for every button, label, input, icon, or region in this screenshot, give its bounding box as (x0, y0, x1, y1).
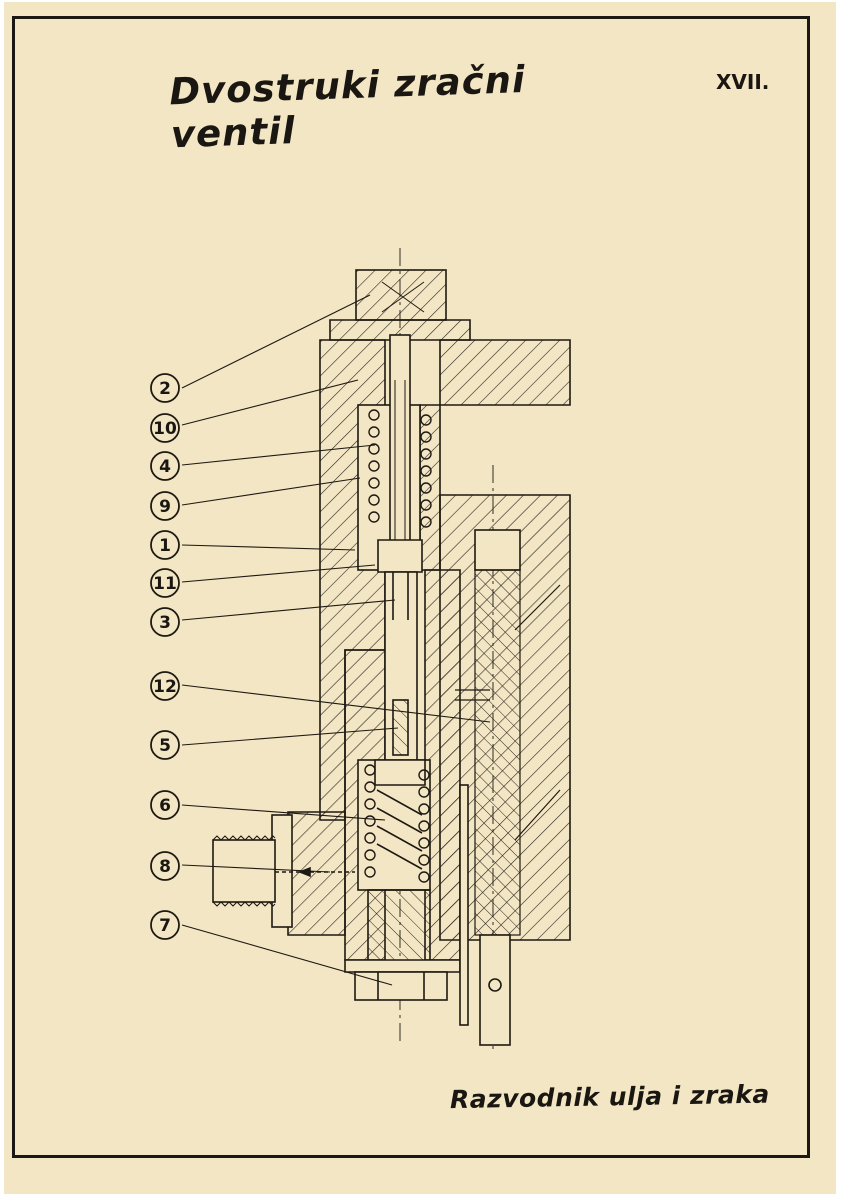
threaded-nipple (212, 839, 276, 903)
callout-9: 9 (150, 491, 180, 521)
bottom-nut (354, 971, 448, 1001)
callout-11: 11 (150, 568, 180, 598)
svg-text:11: 11 (153, 574, 177, 594)
svg-text:4: 4 (159, 457, 171, 477)
svg-text:9: 9 (159, 497, 171, 517)
svg-text:10: 10 (153, 419, 177, 439)
callout-1: 1 (150, 530, 180, 560)
callout-3: 3 (150, 607, 180, 637)
leader-lines (181, 294, 491, 986)
callout-8: 8 (150, 851, 180, 881)
callout-2: 2 (150, 373, 180, 403)
body-right-upper (439, 339, 571, 406)
svg-text:2: 2 (159, 379, 171, 399)
svg-text:5: 5 (159, 736, 171, 756)
callout-10: 10 (150, 413, 180, 443)
sheet-number: XVII. (716, 70, 770, 94)
svg-text:12: 12 (153, 677, 177, 697)
callout-6: 6 (150, 790, 180, 820)
callouts: 2 10 4 9 1 11 3 12 5 6 8 7 (150, 373, 180, 940)
callout-5: 5 (150, 730, 180, 760)
callout-12: 12 (150, 671, 180, 701)
svg-text:7: 7 (159, 916, 171, 936)
callout-7: 7 (150, 910, 180, 940)
svg-text:3: 3 (159, 613, 171, 633)
lower-threaded-plug (367, 889, 431, 966)
svg-text:1: 1 (159, 536, 171, 556)
callout-4: 4 (150, 451, 180, 481)
svg-text:8: 8 (159, 857, 171, 877)
side-fitting-block (287, 811, 346, 936)
svg-text:6: 6 (159, 796, 171, 816)
drawing-frame (12, 16, 810, 1158)
